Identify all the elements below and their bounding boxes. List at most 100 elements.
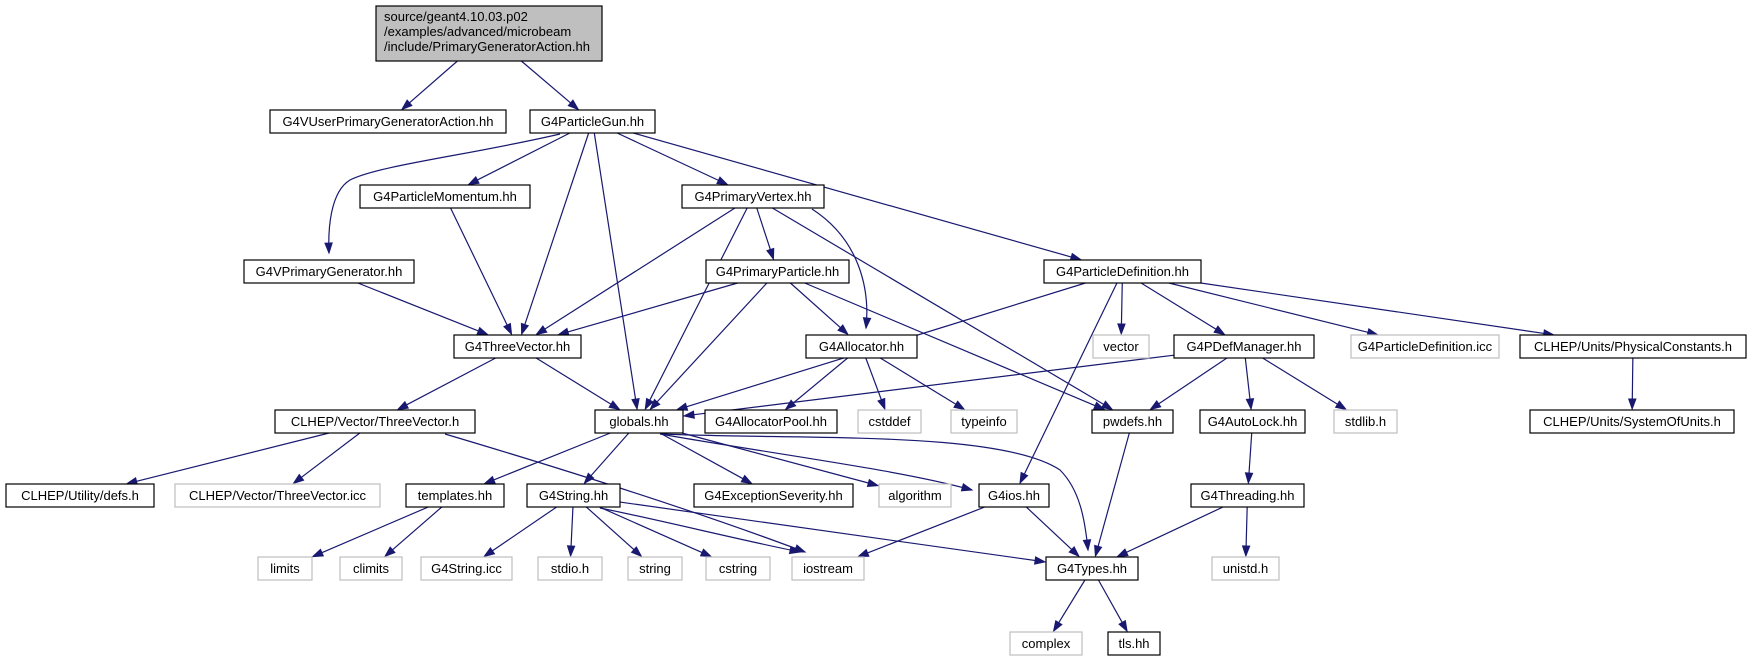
- node-label: G4VPrimaryGenerator.hh: [256, 264, 403, 279]
- edge-globals-to-g4types: [661, 433, 1092, 552]
- node-vector: vector: [1092, 334, 1150, 359]
- node-label: G4ios.hh: [988, 488, 1040, 503]
- node-box: [375, 5, 603, 62]
- node-pwdefs[interactable]: pwdefs.hh: [1091, 409, 1174, 434]
- node-clhep_physconst[interactable]: CLHEP/Units/PhysicalConstants.h: [1519, 334, 1747, 359]
- node-g4pdefmanager[interactable]: G4PDefManager.hh: [1173, 334, 1315, 359]
- edge-g4primaryparticle-to-pwdefs: [804, 282, 1106, 411]
- node-box: [526, 483, 621, 508]
- edge-g4primaryvertex-to-g4threevector: [535, 207, 736, 336]
- node-label: /include/PrimaryGeneratorAction.hh: [384, 39, 590, 54]
- node-box: [339, 556, 403, 581]
- node-globals[interactable]: globals.hh: [594, 409, 684, 434]
- node-complex: complex: [1009, 631, 1083, 656]
- node-box: [420, 556, 513, 581]
- edge-g4primaryvertex-to-pwdefs: [772, 207, 1114, 411]
- node-g4threevector[interactable]: G4ThreeVector.hh: [453, 334, 582, 359]
- edge-g4particledefinition-to-vector: [1117, 282, 1126, 336]
- node-g4types[interactable]: G4Types.hh: [1045, 556, 1139, 581]
- edge-g4particledefinition-to-g4ios: [1019, 282, 1118, 485]
- node-g4allocator[interactable]: G4Allocator.hh: [805, 334, 918, 359]
- node-g4autolock[interactable]: G4AutoLock.hh: [1199, 409, 1306, 434]
- node-templates[interactable]: templates.hh: [405, 483, 505, 508]
- node-g4vuserpga[interactable]: G4VUserPrimaryGeneratorAction.hh: [269, 109, 507, 134]
- node-box: [1045, 556, 1139, 581]
- node-box: [1199, 409, 1306, 434]
- node-clhep_sou[interactable]: CLHEP/Units/SystemOfUnits.h: [1529, 409, 1735, 434]
- node-g4string[interactable]: G4String.hh: [526, 483, 621, 508]
- node-typeinfo: typeinfo: [950, 409, 1018, 434]
- node-box: [1173, 334, 1315, 359]
- node-string: string: [627, 556, 683, 581]
- edge-clhep_threevector-to-clhep_threevector_icc: [292, 432, 361, 485]
- edge-g4particlemomentum-to-g4threevector: [450, 207, 513, 336]
- node-label: cstddef: [869, 414, 911, 429]
- node-label: CLHEP/Units/PhysicalConstants.h: [1534, 339, 1732, 354]
- node-box: [1043, 259, 1202, 284]
- node-g4exceptionseverity[interactable]: G4ExceptionSeverity.hh: [693, 483, 854, 508]
- node-label: pwdefs.hh: [1103, 414, 1162, 429]
- edge-g4particlegun-to-g4particlemomentum: [467, 132, 571, 186]
- node-label: globals.hh: [609, 414, 668, 429]
- node-label: G4VUserPrimaryGeneratorAction.hh: [283, 114, 494, 129]
- node-label: cstring: [719, 561, 757, 576]
- node-root[interactable]: source/geant4.10.03.p02/examples/advance…: [375, 5, 603, 62]
- node-algorithm: algorithm: [878, 483, 952, 508]
- node-box: [1092, 334, 1150, 359]
- node-box: [243, 259, 415, 284]
- node-label: CLHEP/Utility/defs.h: [21, 488, 139, 503]
- node-box: [1333, 409, 1398, 434]
- node-clhep_defs[interactable]: CLHEP/Utility/defs.h: [5, 483, 155, 508]
- edge-globals-to-g4string: [583, 432, 630, 485]
- edge-g4threading-to-g4types: [1116, 506, 1224, 558]
- edge-globals-to-g4ios: [659, 433, 974, 492]
- node-label: string: [639, 561, 671, 576]
- node-g4particledefinition[interactable]: G4ParticleDefinition.hh: [1043, 259, 1202, 284]
- edge-globals-to-g4exceptionseverity: [659, 432, 754, 485]
- node-g4primaryvertex[interactable]: G4PrimaryVertex.hh: [681, 184, 825, 209]
- node-label: iostream: [803, 561, 853, 576]
- node-g4primaryparticle[interactable]: G4PrimaryParticle.hh: [705, 259, 850, 284]
- node-label: G4AllocatorPool.hh: [715, 414, 827, 429]
- edge-g4ios-to-g4types: [1025, 506, 1081, 558]
- edge-globals-to-algorithm: [681, 432, 880, 488]
- node-label: G4Allocator.hh: [819, 339, 904, 354]
- node-label: complex: [1022, 636, 1071, 651]
- node-box: [1190, 483, 1305, 508]
- edge-g4allocator-to-g4allocatorpool: [784, 357, 849, 411]
- node-box: [705, 259, 850, 284]
- node-box: [257, 556, 313, 581]
- edge-g4threevector-to-clhep_threevector: [396, 357, 496, 411]
- node-g4threading[interactable]: G4Threading.hh: [1190, 483, 1305, 508]
- edge-g4primaryparticle-to-g4threevector: [556, 282, 738, 336]
- edge-g4particlegun-to-g4threevector: [520, 132, 590, 336]
- node-g4vprimarygenerator[interactable]: G4VPrimaryGenerator.hh: [243, 259, 415, 284]
- edge-g4pdefmanager-to-stdlib: [1262, 357, 1348, 411]
- node-box: [1107, 631, 1161, 656]
- edge-g4particledefinition-to-clhep_physconst: [1200, 282, 1556, 338]
- node-clhep_threevector[interactable]: CLHEP/Vector/ThreeVector.h: [274, 409, 476, 434]
- node-iostream: iostream: [791, 556, 865, 581]
- node-g4particledefinition_icc: G4ParticleDefinition.icc: [1350, 334, 1500, 359]
- edge-g4primaryparticle-to-g4allocator: [789, 282, 849, 336]
- node-g4particlegun[interactable]: G4ParticleGun.hh: [529, 109, 656, 134]
- node-label: tls.hh: [1118, 636, 1149, 651]
- edge-g4string-to-iostream: [599, 507, 802, 555]
- edge-g4particledefinition-to-g4particledefinition_icc: [1168, 282, 1380, 337]
- node-tls[interactable]: tls.hh: [1107, 631, 1161, 656]
- edge-g4threevector-to-globals: [535, 357, 621, 411]
- node-label: climits: [353, 561, 390, 576]
- node-g4ios[interactable]: G4ios.hh: [978, 483, 1050, 508]
- node-label: G4PrimaryVertex.hh: [694, 189, 811, 204]
- node-box: [405, 483, 505, 508]
- node-g4allocatorpool[interactable]: G4AllocatorPool.hh: [704, 409, 838, 434]
- edge-g4allocator-to-typeinfo: [879, 357, 966, 411]
- node-label: vector: [1103, 339, 1139, 354]
- edge-g4types-to-complex: [1052, 579, 1086, 633]
- node-box: [537, 556, 603, 581]
- node-label: G4Threading.hh: [1201, 488, 1295, 503]
- node-label: G4ThreeVector.hh: [465, 339, 571, 354]
- node-box: [453, 334, 582, 359]
- node-stdio: stdio.h: [537, 556, 603, 581]
- node-g4particlemomentum[interactable]: G4ParticleMomentum.hh: [359, 184, 531, 209]
